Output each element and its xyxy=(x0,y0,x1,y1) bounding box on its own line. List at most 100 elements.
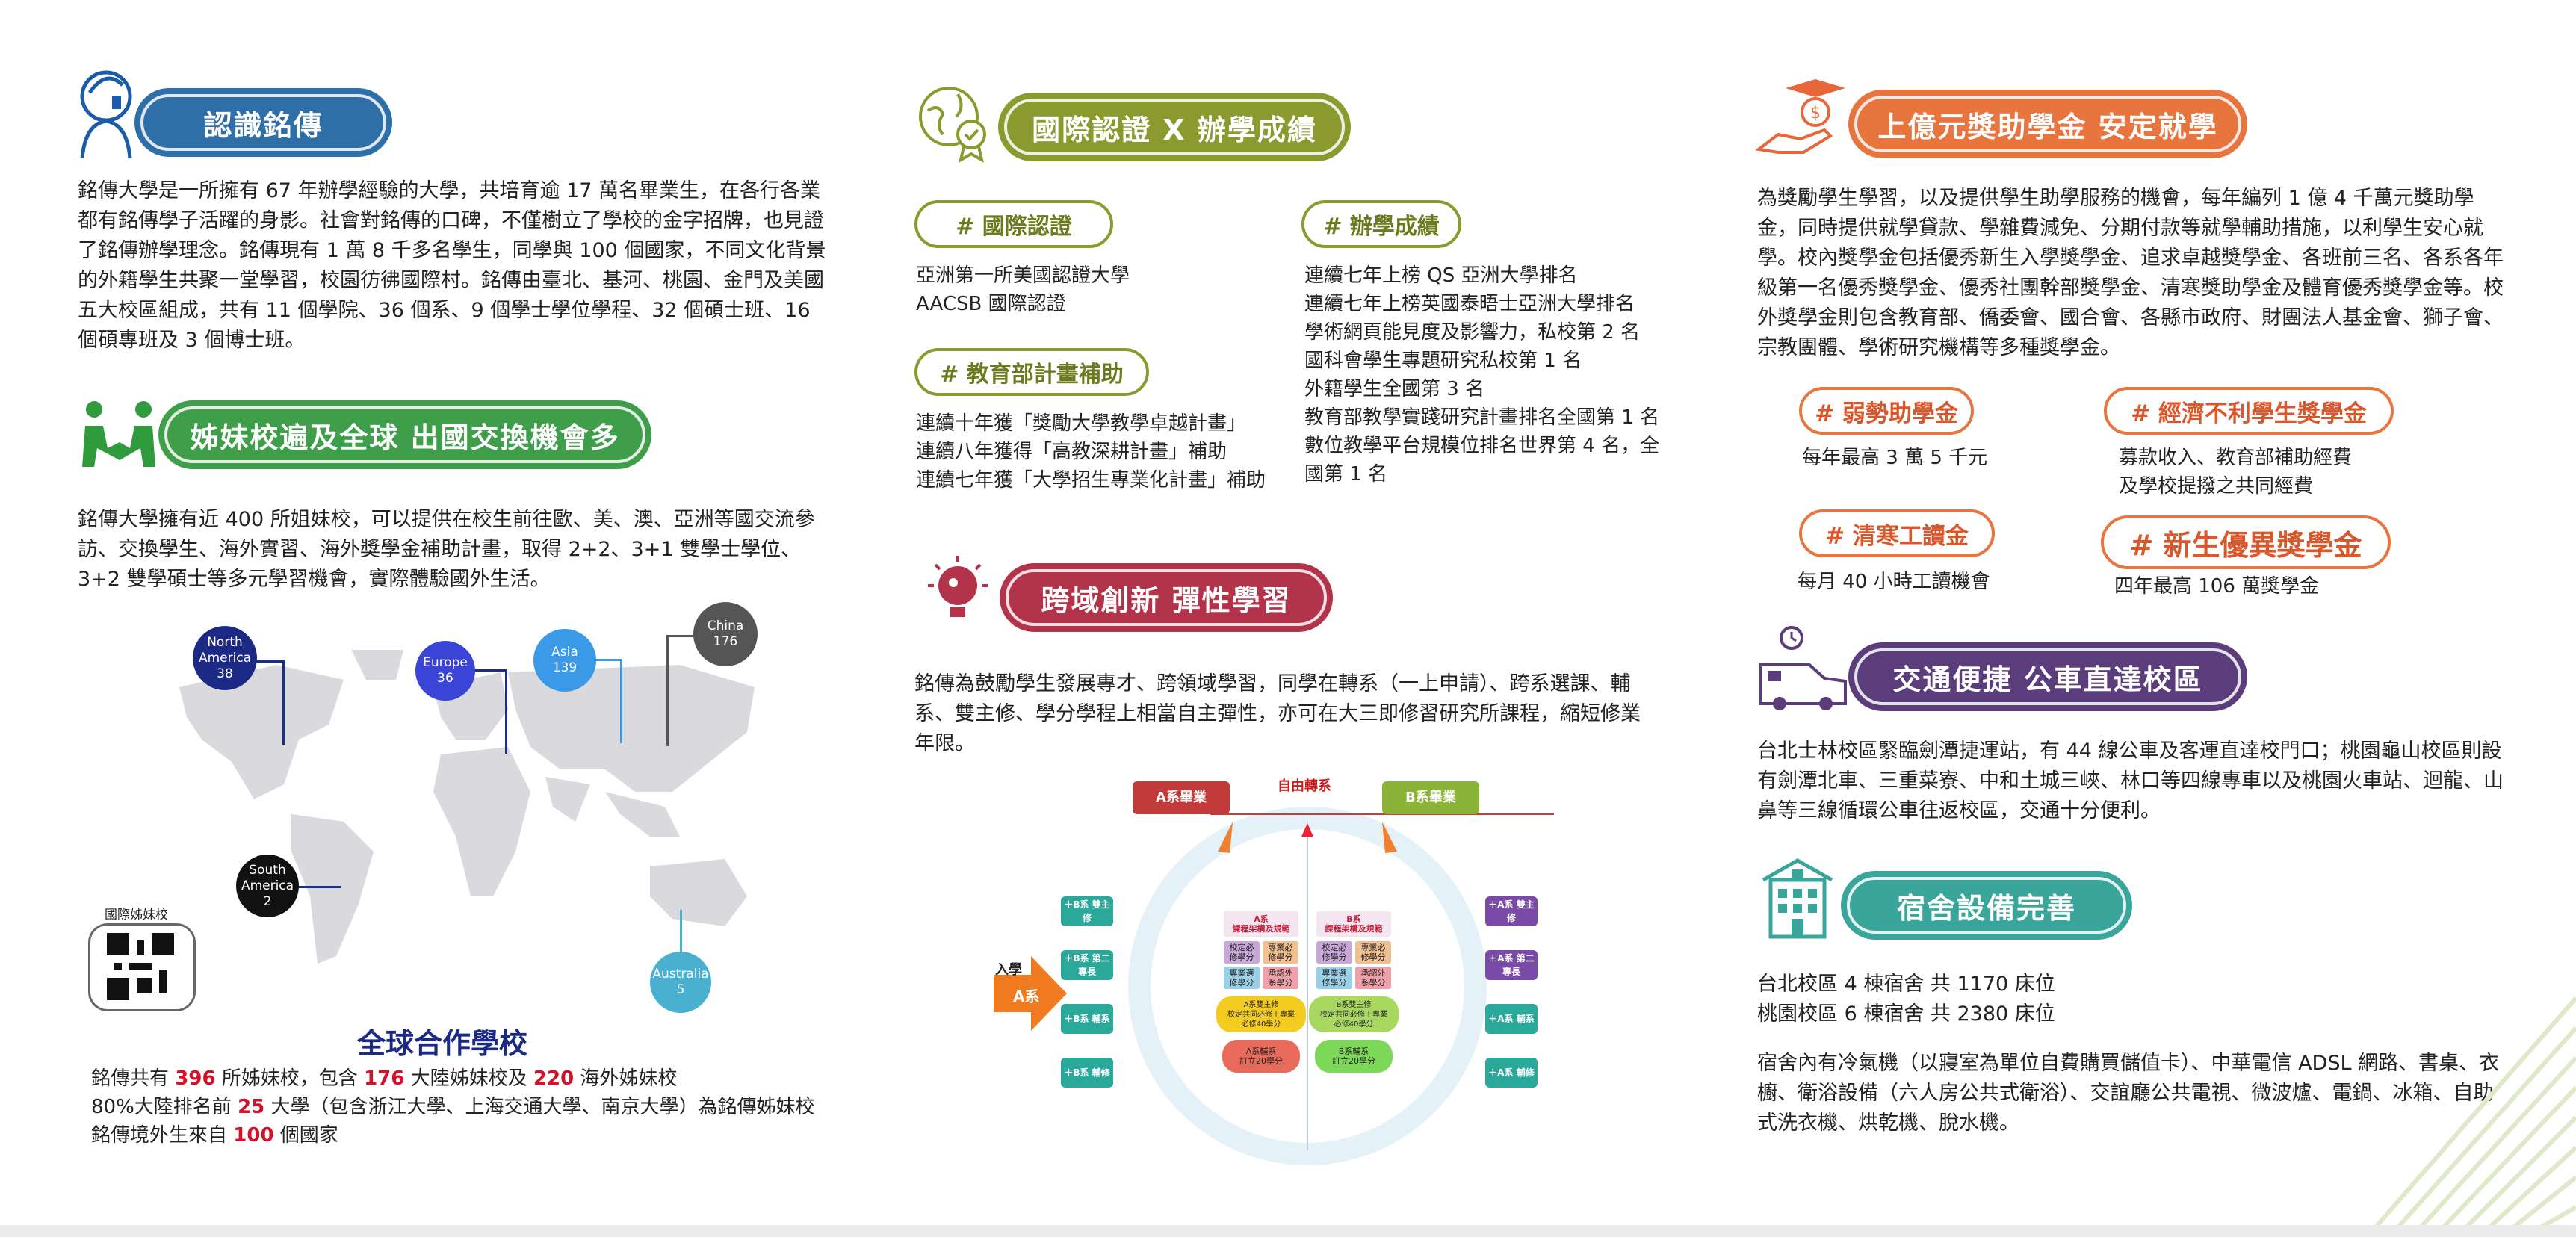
work-study-desc: 每月 40 小時工讀機會 xyxy=(1798,571,1990,593)
cross-domain-paragraph: 銘傳為鼓勵學生發展專才、跨領域學習，同學在轉系（一上申請）、跨系選課、輔系、雙主… xyxy=(914,672,1641,755)
about-paragraph: 銘傳大學是一所擁有 67 年辦學經驗的大學，共培育逾 17 萬名畢業生，在各行各… xyxy=(78,179,826,352)
section-header-cross-domain: 跨域創新 彈性學習 xyxy=(1000,563,1333,632)
a-minor: A系輔系 訂立20學分 xyxy=(1222,1040,1300,1073)
list-item: 連續七年上榜 QS 亞洲大學排名 xyxy=(1304,264,1578,287)
partners-line-2: 80%大陸排名前 25 大學（包含浙江大學、上海交通大學、南京大學）為銘傳姊妹校 xyxy=(91,1092,838,1122)
text: 所姊妹校，包含 xyxy=(215,1067,365,1090)
list-item: 教育部教學實踐研究計畫排名全國第 1 名 xyxy=(1304,406,1660,429)
left-option-3: ＋B系 輔系 xyxy=(1061,1004,1113,1034)
qr-label: 國際姊妹校 xyxy=(105,908,168,923)
dorm-line-2: 桃園校區 6 棟宿舍 共 2380 床位 xyxy=(1757,1002,2055,1026)
b-graduate-box: B系畢業 xyxy=(1382,781,1479,814)
list-item: 連續十年獲「獎勵大學教學卓越計畫」 xyxy=(916,412,1247,435)
region-name: Asia xyxy=(551,645,578,660)
list-item: 連續七年上榜英國泰晤士亞洲大學排名 xyxy=(1304,293,1635,315)
tag-economic-scholarship: # 經濟不利學生獎學金 xyxy=(2104,387,2394,435)
list-item: 國科會學生專題研究私校第 1 名 xyxy=(1304,350,1582,372)
leader-australia xyxy=(680,910,684,956)
qr-code-frame[interactable] xyxy=(88,923,196,1011)
leader-europe xyxy=(469,669,507,754)
a-cell-1: 校定必 修學分 xyxy=(1224,941,1260,964)
leader-asia xyxy=(590,659,622,743)
leader-north-america xyxy=(254,660,285,745)
region-count: 139 xyxy=(552,660,578,675)
left-option-1: ＋B系 雙主修 xyxy=(1061,896,1113,926)
a-graduate-box: A系畢業 xyxy=(1133,781,1230,814)
sister-paragraph: 銘傳大學擁有近 400 所姐妹校，可以提供在校生前往歐、美、澳、亞洲等國交流參訪… xyxy=(78,508,815,591)
right-option-3: ＋A系 輔系 xyxy=(1485,1004,1538,1034)
transfer-diagram: A系畢業 自由轉系 B系畢業 入學 A系 ＋B系 雙主修 ＋B系 第二專長 ＋B… xyxy=(986,769,1569,1173)
handshake-icon xyxy=(78,396,160,471)
region-bubble-north-america: North America 38 xyxy=(193,626,257,690)
region-count: 38 xyxy=(217,666,233,681)
section-header-sister-schools: 姊妹校遍及全球 出國交換機會多 xyxy=(158,400,651,469)
count-china-schools: 176 xyxy=(364,1067,405,1090)
region-count: 2 xyxy=(263,893,272,909)
economic-scholarship-desc: 募款收入、教育部補助經費 及學校提撥之共同經費 xyxy=(2119,447,2353,497)
region-count: 5 xyxy=(676,982,685,997)
globe-certificate-icon xyxy=(913,81,995,163)
count-countries: 100 xyxy=(233,1124,274,1147)
dormitory-building-icon xyxy=(1760,858,1835,940)
tag-freshman-scholarship: # 新生優異獎學金 xyxy=(2101,515,2391,569)
list-item: 連續八年獲得「高教深耕計畫」補助 xyxy=(916,441,1227,463)
tag-moe-grants: # 教育部計畫補助 xyxy=(914,348,1149,396)
qr-code-icon xyxy=(107,933,174,1000)
region-name: Europe xyxy=(423,655,468,670)
text: 80%大陸排名前 xyxy=(91,1096,238,1118)
list-item: 連續七年獲「大學招生專業化計畫」補助 xyxy=(916,469,1266,492)
tag-results: # 辦學成績 xyxy=(1301,200,1461,248)
leader-south-america xyxy=(296,886,341,890)
world-map xyxy=(157,642,792,993)
lightbulb-idea-icon xyxy=(920,553,995,635)
disadvantaged-grant-desc: 每年最高 3 萬 5 千元 xyxy=(1802,447,1988,469)
section-header-transport: 交通便捷 公車直達校區 xyxy=(1848,642,2247,711)
b-frame-title: B系 課程架構及規範 xyxy=(1316,911,1391,937)
a-cell-2: 專業必 修學分 xyxy=(1263,941,1298,964)
region-bubble-asia: Asia 139 xyxy=(533,629,596,692)
b-cell-2: 專業必 修學分 xyxy=(1355,941,1391,964)
section-header-scholarship: 上億元獎助學金 安定就學 xyxy=(1848,90,2247,158)
moe-grants-list: 連續十年獲「獎勵大學教學卓越計畫」 連續八年獲得「高教深耕計畫」補助 連續七年獲… xyxy=(916,409,1304,495)
scholarship-paragraph: 為獎勵學生學習，以及提供學生助學服務的機會，每年編列 1 億 4 千萬元獎助學金… xyxy=(1757,187,2504,359)
right-option-1: ＋A系 雙主修 xyxy=(1485,896,1538,926)
freshman-scholarship-desc: 四年最高 106 萬獎學金 xyxy=(2114,575,2320,598)
list-item: 外籍學生全國第 3 名 xyxy=(1304,378,1485,400)
right-option-4: ＋A系 輔修 xyxy=(1485,1058,1538,1088)
b-minor: B系輔系 訂立20學分 xyxy=(1315,1040,1393,1073)
count-overseas-schools: 220 xyxy=(533,1067,575,1090)
region-bubble-australia: Australia 5 xyxy=(650,952,711,1013)
leader-china xyxy=(666,635,699,746)
dorm-paragraph: 宿舍內有冷氣機（以寢室為單位自費購買儲值卡）、中華電信 ADSL 網路、書桌、衣… xyxy=(1757,1052,2500,1135)
a-frame-title: A系 課程架構及規範 xyxy=(1224,911,1298,937)
count-top-universities: 25 xyxy=(238,1096,265,1118)
a-cell-3: 專業選 修學分 xyxy=(1224,967,1260,989)
left-option-4: ＋B系 輔修 xyxy=(1061,1058,1113,1088)
enter-label: 入學 xyxy=(995,962,1022,978)
a-dept-label: A系 xyxy=(1013,988,1040,1005)
svg-text:$: $ xyxy=(1810,104,1821,123)
count-sister-schools: 396 xyxy=(175,1067,216,1090)
region-count: 36 xyxy=(437,671,453,686)
a-double-major: A系雙主修 校定共同必修＋專業 必修40學分 xyxy=(1216,996,1306,1032)
dorm-line-1: 台北校區 4 棟宿舍 共 1170 床位 xyxy=(1757,973,2055,996)
transport-paragraph: 台北士林校區緊臨劍潭捷運站，有 44 線公車及客運直達校門口；桃園龜山校區則設有… xyxy=(1757,740,2504,822)
scholarship-money-icon: $ xyxy=(1755,75,1845,164)
decorative-stripes xyxy=(2365,996,2576,1237)
a-cell-4: 承認外 系學分 xyxy=(1263,967,1298,989)
list-item: 亞洲第一所美國認證大學 xyxy=(916,264,1130,287)
tag-accreditation: # 國際認證 xyxy=(914,200,1113,248)
partners-line-3: 銘傳境外生來自 100 個國家 xyxy=(91,1120,838,1150)
enter-arrow-icon xyxy=(994,956,1067,1031)
text: 銘傳境外生來自 xyxy=(91,1124,234,1147)
list-item: AACSB 國際認證 xyxy=(916,293,1066,315)
section-header-dorm: 宿舍設備完善 xyxy=(1841,871,2132,940)
text: 銘傳共有 xyxy=(91,1067,176,1090)
region-name: China xyxy=(707,618,744,633)
tag-disadvantaged-grant: # 弱勢助學金 xyxy=(1799,387,1974,435)
b-cell-3: 專業選 修學分 xyxy=(1316,967,1352,989)
bus-icon xyxy=(1757,623,1848,713)
text: 個國家 xyxy=(273,1124,338,1147)
region-bubble-china: China 176 xyxy=(693,602,758,666)
b-double-major: B系雙主修 校定共同必修＋專業 必修40學分 xyxy=(1309,996,1399,1032)
